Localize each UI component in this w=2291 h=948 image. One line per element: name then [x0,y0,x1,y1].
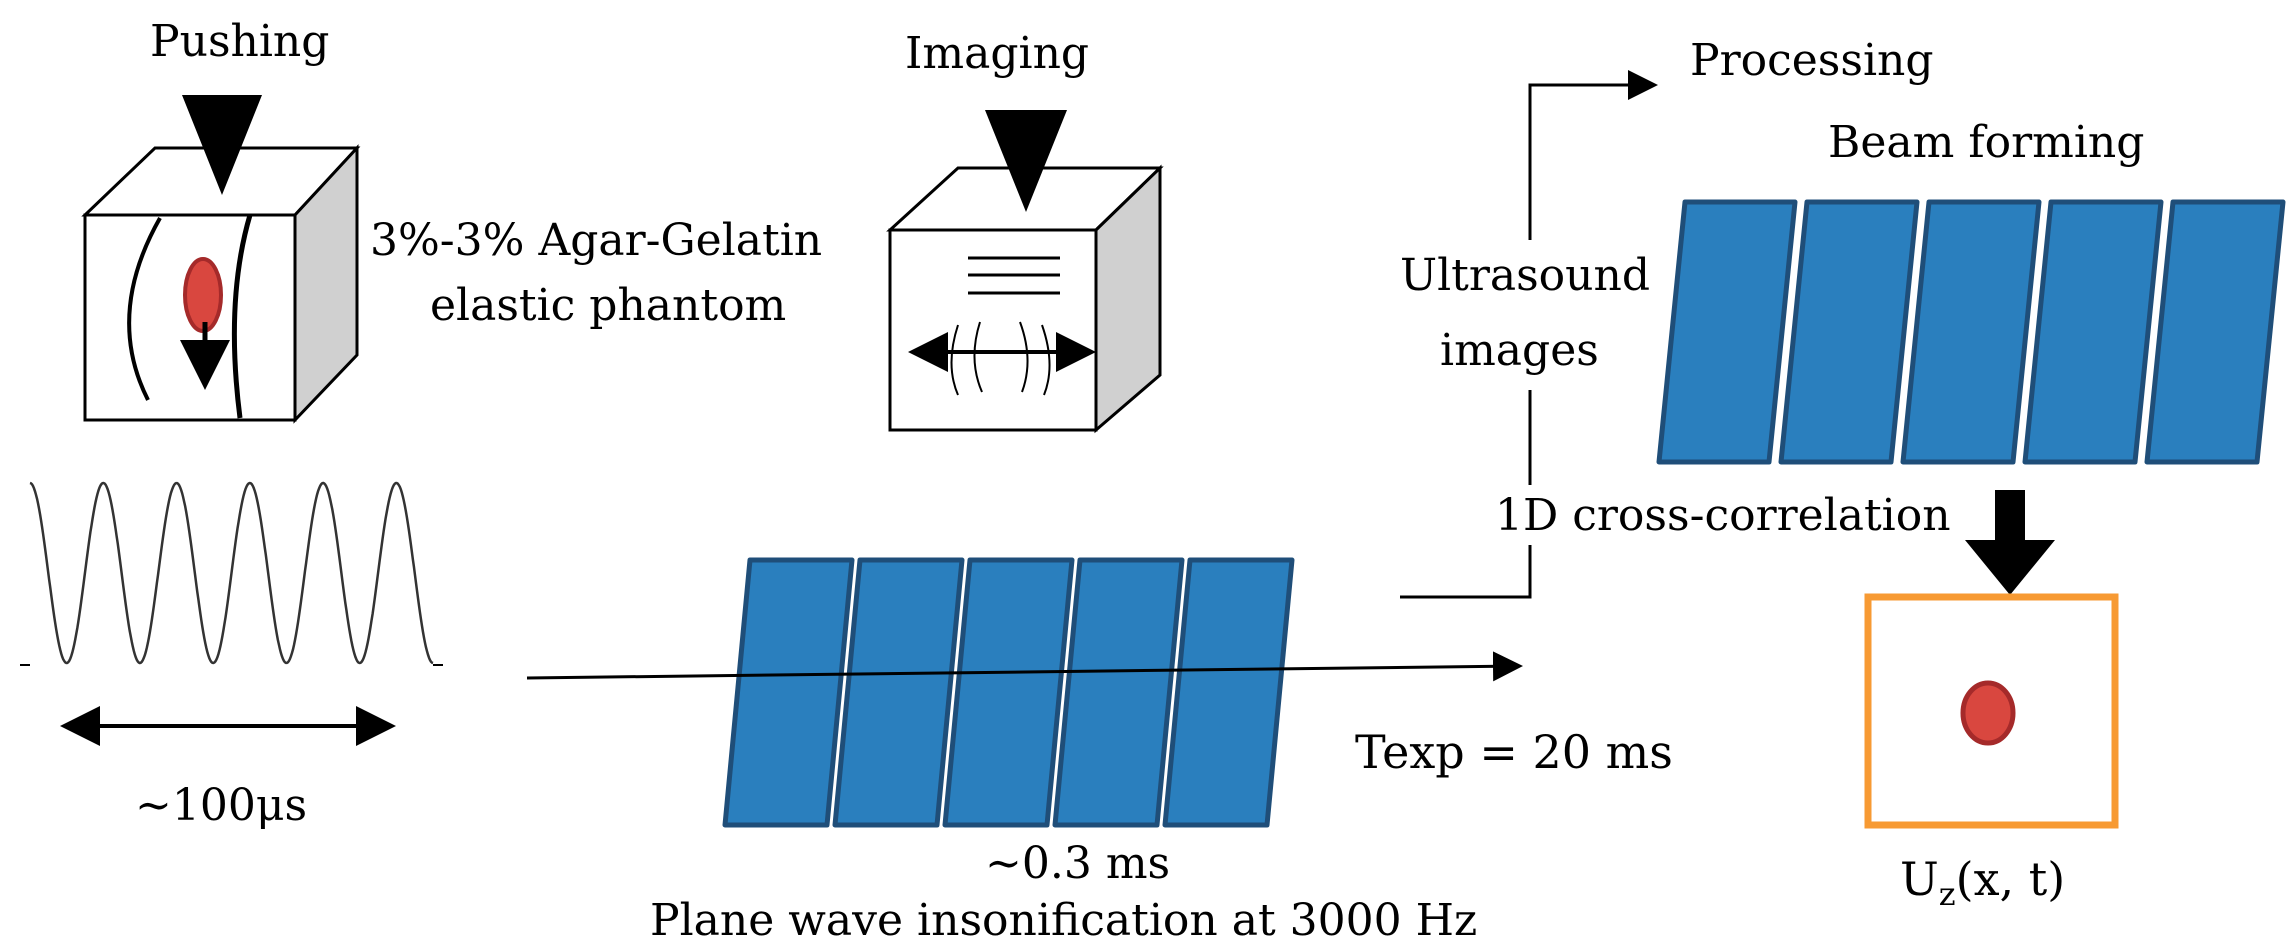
imaging-curve-2 [973,321,983,393]
ultrasound-label-line1: Ultrasound [1400,250,1650,301]
ultrasound-label-line2: images [1440,325,1599,376]
pulse-duration-label: ~100μs [135,780,307,831]
beam-forming-label: Beam forming [1828,117,2144,168]
displacement-subscript: z [1939,875,1956,913]
displacement-args: (x, t) [1956,852,2066,906]
pushing-label: Pushing [150,16,329,67]
acquisition-frame-4 [1052,557,1185,828]
imaging-curve-4 [1041,324,1051,396]
imaging-down-arrow-icon [985,110,1067,212]
beamformed-frame-3 [1900,199,2042,465]
acquisition-frame-1 [722,557,855,828]
processing-label: Processing [1690,35,1934,86]
phantom-label-line1: 3%-3% Agar-Gelatin [370,215,822,266]
shear-wave-left-curve [127,217,162,401]
texp-label: Texp = 20 ms [1355,725,1673,779]
displacement-inclusion-icon [1960,680,2016,746]
ultrasound-label-mask [1395,240,1665,390]
imaging-cube [886,164,1164,434]
beamformed-frames [1656,199,2286,465]
imaging-curve-3 [1019,321,1029,393]
beamformed-frame-4 [2022,199,2164,465]
beamformed-frame-5 [2144,199,2286,465]
acquisition-frame-3 [942,557,1075,828]
push-pulse-waveform [29,481,434,665]
phantom-label-line2: elastic phantom [430,280,786,331]
imaging-label: Imaging [905,28,1089,79]
acquisition-frame-2 [832,557,965,828]
inclusion-icon [183,257,223,333]
result-down-arrow-icon [1965,490,2055,595]
beamformed-frame-2 [1778,199,1920,465]
imaging-cube-front [888,228,1098,432]
shear-wave-right-curve [231,214,253,419]
cross-correlation-label: 1D cross-correlation [1495,490,1951,541]
push-down-arrow-icon [182,95,262,195]
frame-interval-label: ~0.3 ms [985,838,1170,889]
displacement-label: Uz(x, t) [1900,852,2065,913]
acquisition-frames [722,557,1295,828]
imaging-curve-1 [950,324,959,396]
beamformed-frame-1 [1656,199,1798,465]
pushing-cube [81,144,361,424]
plane-wave-label: Plane wave insonification at 3000 Hz [650,895,1477,946]
cross-correlation-label-mask [1490,485,1950,545]
acquisition-frame-5 [1162,557,1295,828]
time-axis-arrow [526,651,1523,682]
displacement-symbol: U [1900,852,1939,906]
